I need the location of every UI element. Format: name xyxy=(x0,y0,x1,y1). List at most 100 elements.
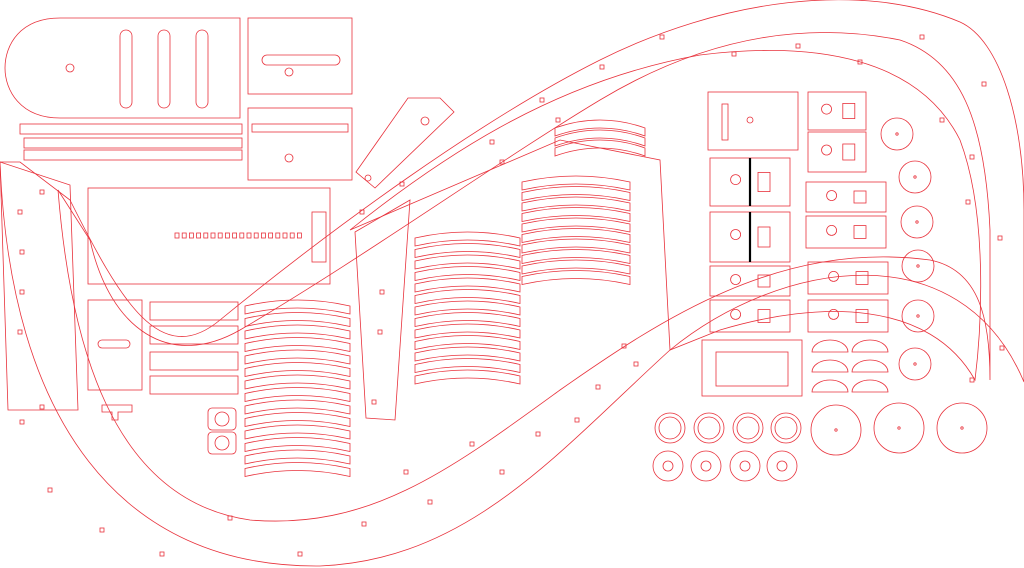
long-strip-3 xyxy=(23,149,243,161)
gear-disc xyxy=(873,402,925,454)
box-panel-top-hole xyxy=(746,116,754,124)
box-panel xyxy=(807,299,889,333)
box-panel-cutout xyxy=(757,309,771,323)
curved-rib xyxy=(414,254,521,270)
gear-disc-center xyxy=(913,362,917,366)
u-bracket-inner xyxy=(715,351,789,387)
curved-rib xyxy=(414,277,521,293)
box-panel xyxy=(807,131,867,173)
small-ring-2 xyxy=(214,435,230,451)
ring-disc-inner xyxy=(776,460,788,472)
frame-tab-slot xyxy=(499,469,505,475)
middle-left-panel-group xyxy=(87,187,331,455)
gear-disc xyxy=(901,299,935,333)
ring-disc-inner xyxy=(662,460,674,472)
ring-disc-inner xyxy=(739,460,751,472)
curved-rib xyxy=(521,217,631,233)
curved-rib xyxy=(244,412,351,428)
gear-disc-center xyxy=(960,426,964,430)
box-panel-cutout xyxy=(842,103,856,120)
gear-disc xyxy=(898,347,932,381)
frame-inner-edge xyxy=(57,32,991,522)
ring-disc xyxy=(690,450,722,482)
panel-slot-3 xyxy=(195,29,209,109)
long-panel-slot xyxy=(282,232,288,239)
disc-group xyxy=(652,117,988,482)
frame-tab-slot xyxy=(227,515,233,521)
curved-rib xyxy=(521,196,631,212)
gear-disc xyxy=(936,402,988,454)
frame-tab-slot xyxy=(555,117,561,123)
frame-tab-slot xyxy=(969,377,975,383)
curved-rib xyxy=(414,358,521,374)
bracket-bottom xyxy=(247,107,353,181)
curved-rib xyxy=(521,228,631,243)
curved-rib xyxy=(414,289,521,305)
curved-rib xyxy=(244,424,351,440)
box-panel-hole xyxy=(828,308,839,320)
frame-tab-slot xyxy=(489,139,495,145)
frame-tab-slot xyxy=(499,159,505,165)
long-panel-slot xyxy=(217,232,223,239)
gear-disc xyxy=(810,404,862,456)
curved-rib xyxy=(244,374,351,390)
frame-tab-slot xyxy=(999,345,1005,351)
curved-rib xyxy=(414,369,521,385)
long-panel-slot xyxy=(296,232,302,239)
box-panel xyxy=(805,181,887,213)
box-panel-cutout xyxy=(757,171,771,192)
frame-tab-slot xyxy=(621,343,627,349)
box-panel xyxy=(807,261,889,295)
long-panel-slot-row xyxy=(174,232,302,239)
frame-tab-slot xyxy=(371,399,377,405)
curved-rib xyxy=(554,119,646,137)
curved-rib xyxy=(244,324,351,340)
frame-tab-slot xyxy=(19,419,25,425)
frame-tab-slot xyxy=(599,64,605,70)
curved-rib xyxy=(414,335,521,351)
frame-tab-slot xyxy=(297,551,303,557)
rail-2 xyxy=(149,325,239,345)
box-panel-cutout xyxy=(757,226,771,248)
gear-disc-center xyxy=(916,264,920,268)
right-box-group xyxy=(701,91,889,397)
bracket-top-slot xyxy=(261,54,341,66)
curved-rib xyxy=(244,387,351,403)
frame-tab-slot xyxy=(47,487,53,493)
long-strip-2 xyxy=(23,137,243,149)
gear-disc-center xyxy=(897,426,901,430)
side-block xyxy=(87,299,143,391)
long-panel-slot xyxy=(260,232,266,239)
box-panel-hole xyxy=(730,229,741,240)
curved-rib xyxy=(244,337,351,353)
ring-disc-inner xyxy=(774,416,798,440)
frame-tab-slot xyxy=(403,469,409,475)
half-disc xyxy=(811,359,849,373)
box-panel-cutout xyxy=(855,309,869,323)
ring-disc xyxy=(654,412,686,444)
curved-rib xyxy=(521,270,631,285)
long-base-panel xyxy=(87,187,331,285)
curved-rib xyxy=(244,437,351,453)
rail-1 xyxy=(149,301,239,321)
rocker-arm xyxy=(355,97,455,189)
frame-tab-slot xyxy=(17,209,23,215)
box-panel-hole xyxy=(730,174,741,186)
frame-tab-slot xyxy=(919,34,925,40)
curved-rib xyxy=(414,231,521,247)
frame-tab-slot xyxy=(19,249,25,255)
frame-tab-slot xyxy=(99,527,105,533)
long-panel-slot xyxy=(224,232,230,239)
box-panel-top-slot xyxy=(721,103,729,141)
curved-rib xyxy=(244,299,351,315)
box-panel-cutout xyxy=(842,143,856,161)
long-panel-slot xyxy=(181,232,187,239)
box-panel-hole xyxy=(826,190,837,201)
frame-tab-slot xyxy=(159,551,165,557)
frame-inner-track xyxy=(349,50,982,382)
frame-tab-slot xyxy=(427,499,433,505)
ring-disc-inner xyxy=(658,416,682,440)
long-panel-slot xyxy=(289,232,295,239)
box-panel xyxy=(805,215,887,249)
